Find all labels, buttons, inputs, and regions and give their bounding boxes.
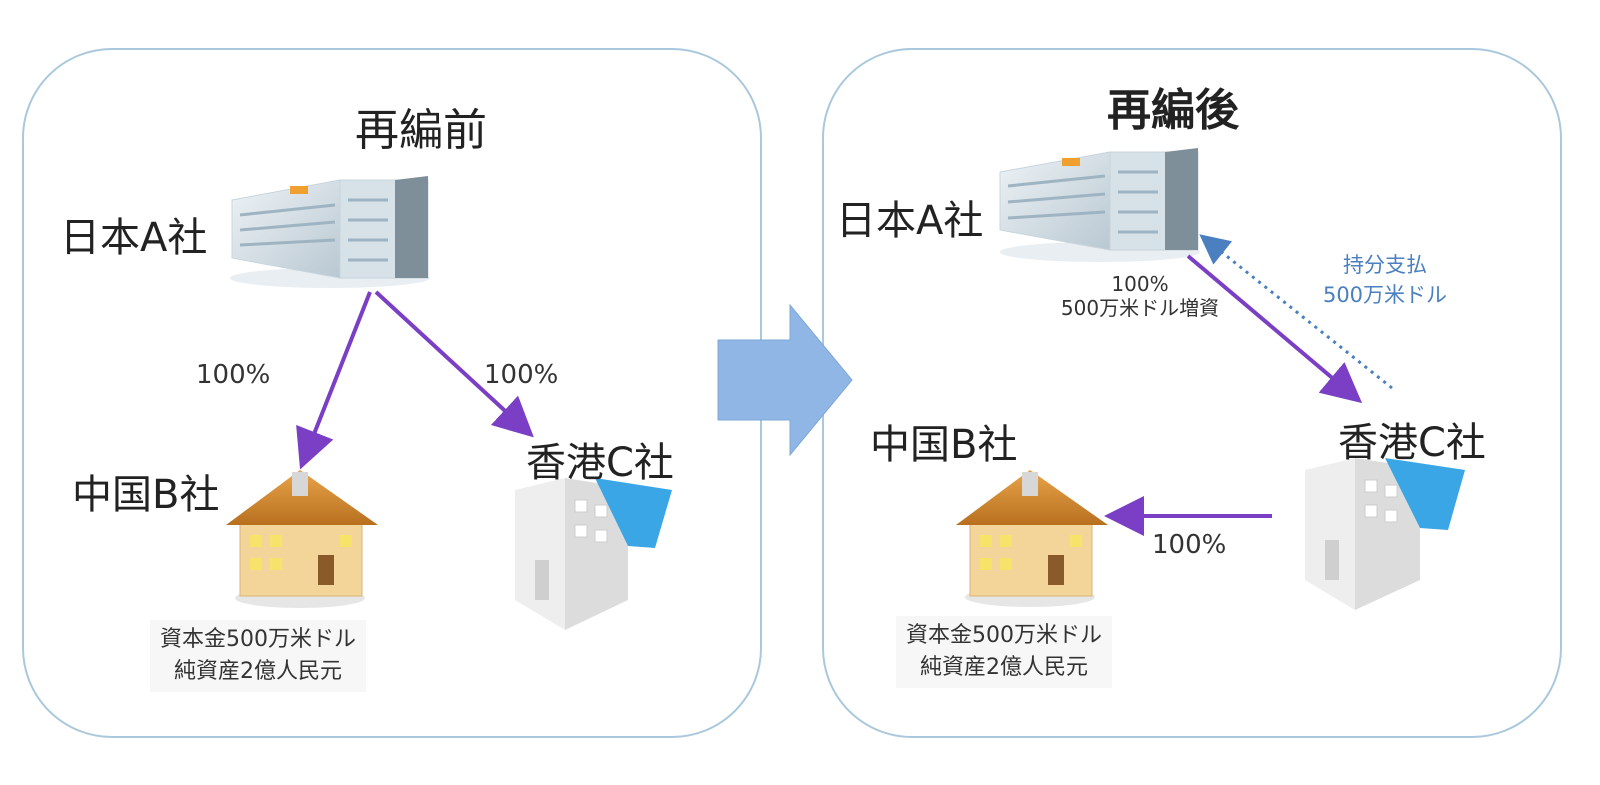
company-c-label: 香港C社 [1338, 420, 1486, 466]
office-building-icon [230, 176, 430, 288]
company-a-label: 日本A社 [60, 215, 208, 261]
before-title: 再編前 [355, 105, 487, 156]
capital-increase-amount: 500万米ドル増資 [1060, 296, 1220, 320]
office-building-icon [999, 148, 1200, 262]
after-title: 再編後 [1107, 85, 1239, 136]
company-b-capital-note: 資本金500万米ドル 純資産2億人民元 [150, 620, 366, 692]
company-a-label: 日本A社 [836, 198, 984, 244]
payment-label-line2: 500万米ドル [1322, 283, 1448, 307]
capital-increase-label: 100% 500万米ドル増資 [1040, 272, 1240, 320]
company-c-label: 香港C社 [526, 440, 674, 486]
ownership-percent-a-to-c: 100% [484, 360, 559, 390]
capital-line: 資本金500万米ドル [160, 627, 356, 652]
company-b-label: 中国B社 [870, 422, 1018, 468]
company-b-capital-note: 資本金500万米ドル 純資産2億人民元 [896, 616, 1112, 688]
house-icon [226, 470, 378, 608]
ownership-arrow-a-to-c [374, 290, 534, 438]
ownership-arrow-a-to-c [1186, 254, 1363, 404]
ownership-percent-a-to-c: 100% [1111, 272, 1169, 296]
net-assets-line: 純資産2億人民元 [174, 659, 342, 684]
ownership-arrow-a-to-b [296, 291, 372, 470]
net-assets-line: 純資産2億人民元 [920, 655, 1088, 680]
ownership-percent-c-to-b: 100% [1152, 530, 1227, 560]
white-building-icon [1305, 458, 1465, 610]
transition-arrow [717, 303, 853, 457]
payment-label: 持分支払 500万米ドル [1300, 250, 1470, 310]
ownership-percent-a-to-b: 100% [196, 360, 271, 390]
capital-line: 資本金500万米ドル [906, 623, 1102, 648]
company-b-label: 中国B社 [72, 472, 220, 518]
house-icon [956, 470, 1108, 607]
payment-label-line1: 持分支払 [1343, 253, 1427, 277]
payment-arrow-c-to-a [1199, 234, 1393, 390]
white-building-icon [515, 478, 672, 630]
before-panel [22, 48, 762, 738]
